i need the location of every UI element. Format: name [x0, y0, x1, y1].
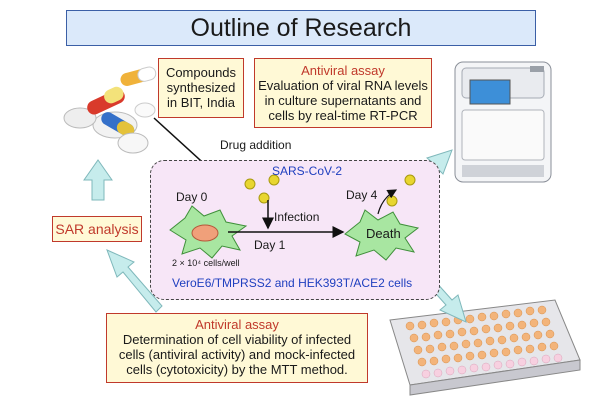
assay-rna-line-1: Evaluation of viral RNA levels	[258, 78, 428, 93]
arrow-sar-to-compounds	[83, 159, 113, 201]
day1-label: Day 1	[254, 238, 286, 252]
antiviral-assay-rna-note: Antiviral assay Evaluation of viral RNA …	[254, 58, 432, 128]
release-arrow	[377, 189, 398, 215]
infection-label: Infection	[274, 210, 320, 224]
virus-label: SARS-CoV-2	[272, 164, 343, 178]
day0-label: Day 0	[176, 190, 208, 204]
cell-lines-label: VeroE6/TMPRSS2 and HEK393T/ACE2 cells	[172, 276, 413, 290]
assay-rna-line-2: in culture supernatants and	[264, 93, 422, 108]
day4-label: Day 4	[346, 188, 378, 202]
pills-illustration	[63, 66, 157, 154]
cells-per-well-label: 2 × 10⁴ cells/well	[172, 258, 240, 268]
compounds-line-1: Compounds	[165, 65, 237, 80]
compounds-line-2: synthesized	[166, 80, 236, 95]
assay-rna-line-3: cells by real-time RT-PCR	[268, 108, 418, 123]
antiviral-assay-mtt-note: Antiviral assay Determination of cell vi…	[106, 313, 368, 383]
assay-mtt-line-3: cells (cytotoxicity) by the MTT method.	[126, 362, 348, 377]
assay-rna-heading: Antiviral assay	[301, 63, 385, 78]
microplate	[389, 299, 581, 396]
virus-icon	[244, 174, 416, 207]
cell-day0	[169, 205, 248, 259]
assay-mtt-heading: Antiviral assay	[195, 317, 279, 332]
dead-cell	[344, 209, 420, 261]
arrow-assay-to-sar	[106, 249, 163, 313]
compounds-line-3: in BIT, India	[167, 95, 235, 110]
title-banner: Outline of Research	[66, 10, 536, 46]
assay-mtt-line-2: cells (antiviral activity) and mock-infe…	[118, 347, 356, 362]
realtime-pcr-machine	[454, 61, 552, 183]
sar-label: SAR analysis	[55, 221, 139, 237]
assay-mtt-line-1: Determination of cell viability of infec…	[122, 332, 352, 347]
drug-addition-label: Drug addition	[220, 138, 292, 152]
sar-analysis-box: SAR analysis	[52, 216, 142, 242]
page-title: Outline of Research	[190, 13, 412, 42]
death-label: Death	[366, 226, 401, 241]
compounds-note: Compounds synthesized in BIT, India	[158, 58, 244, 118]
